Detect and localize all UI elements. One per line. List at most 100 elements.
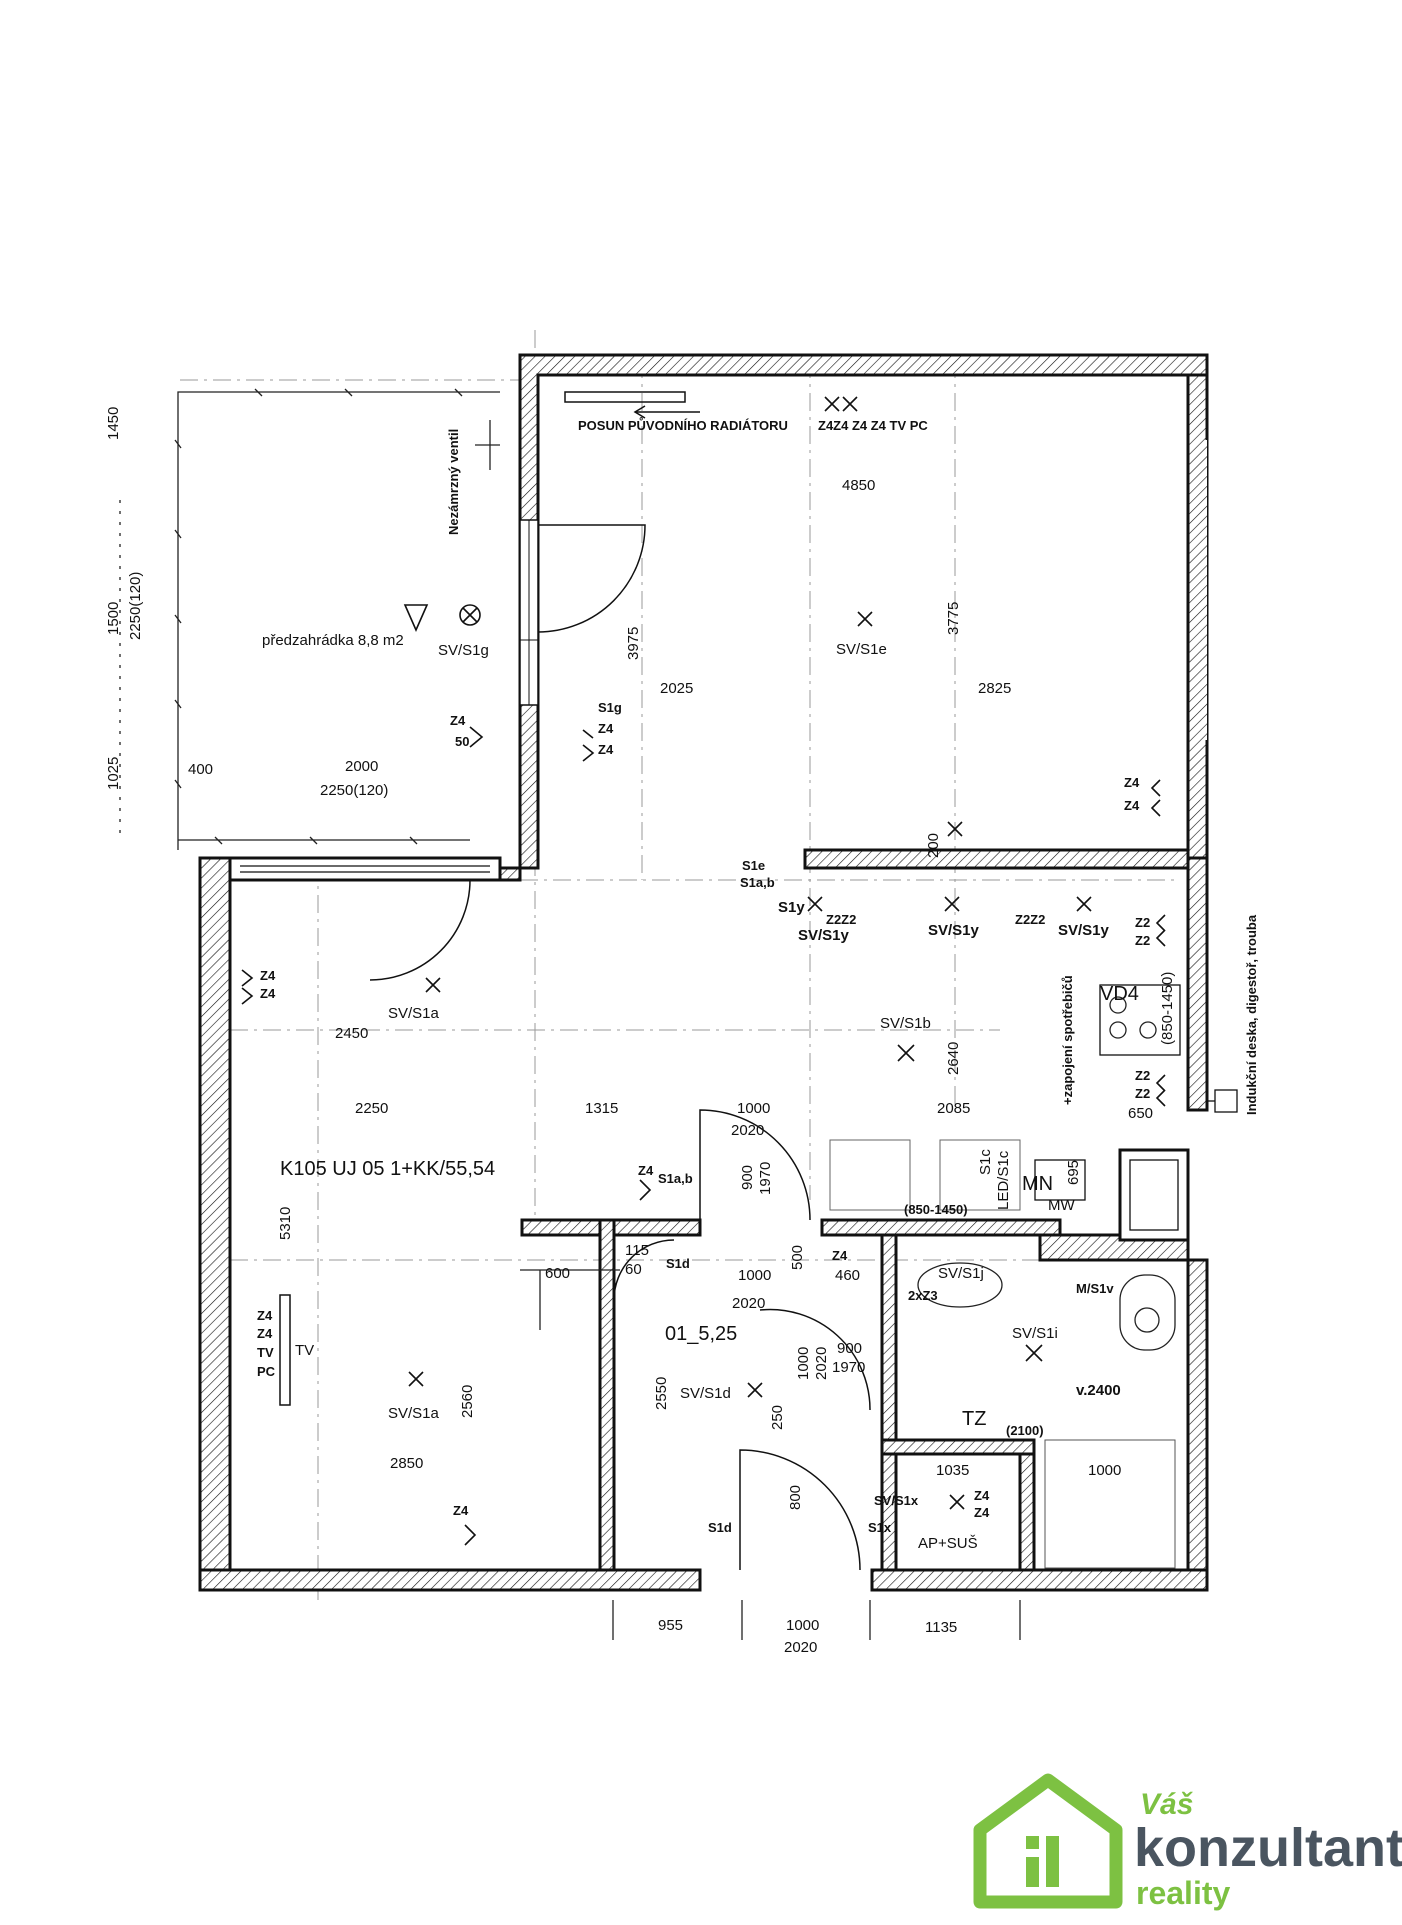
garden-fence <box>119 388 500 850</box>
dim-1000-c: 1000 <box>795 1347 812 1380</box>
dim-695: 695 <box>1065 1160 1082 1185</box>
light-label-s1i: SV/S1i <box>1012 1325 1058 1342</box>
house-icon <box>973 1773 1123 1909</box>
socket-pc: PC <box>257 1364 276 1379</box>
dim-2825: 2825 <box>978 680 1011 697</box>
dim-2020-e: 2020 <box>784 1639 817 1656</box>
socket-tv: TV <box>257 1345 274 1360</box>
dim-2020-c: 2020 <box>813 1347 830 1380</box>
light-label-s1y-3: SV/S1y <box>1058 922 1110 939</box>
ap-sus-label: AP+SUŠ <box>918 1535 978 1552</box>
dim-1500: 1500 <box>105 602 122 635</box>
height-range-2: (850-1450) <box>904 1202 968 1217</box>
light-label-s1d: SV/S1d <box>680 1385 731 1402</box>
dim-600: 600 <box>545 1265 570 1282</box>
mw-label: MW <box>1048 1197 1075 1214</box>
socket-z4-50: 50 <box>455 734 469 749</box>
vd4-label: VD4 <box>1100 983 1139 1005</box>
socket-z4-garden: Z4 <box>450 713 466 728</box>
dim-2450: 2450 <box>335 1025 368 1042</box>
dimension-lines <box>475 420 1021 1640</box>
dim-1970-b: 1970 <box>832 1359 865 1376</box>
switch-s1ab-2: S1a,b <box>658 1171 693 1186</box>
doors <box>369 524 871 1571</box>
dim-1135: 1135 <box>925 1619 957 1636</box>
dim-2640: 2640 <box>945 1042 962 1075</box>
dim-3775: 3775 <box>945 602 962 635</box>
socket-z2-k3: Z2 <box>1135 1068 1150 1083</box>
dim-1035: 1035 <box>936 1462 969 1479</box>
dim-500: 500 <box>789 1245 806 1270</box>
dim-2250-120-v: 2250(120) <box>127 572 144 640</box>
construction-grid <box>180 330 1180 1600</box>
socket-z2-group-1: Z2Z2 <box>826 912 856 927</box>
dim-5310: 5310 <box>277 1207 294 1240</box>
socket-z2-k1: Z2 <box>1135 915 1150 930</box>
radiator <box>564 391 700 419</box>
socket-z4-right-a: Z4 <box>1124 775 1140 790</box>
dim-1450: 1450 <box>105 407 122 440</box>
light-label-m-s1v: M/S1v <box>1076 1281 1114 1296</box>
dim-2250: 2250 <box>355 1100 388 1117</box>
dim-250: 250 <box>769 1405 786 1430</box>
socket-z2-k2: Z2 <box>1135 933 1150 948</box>
bathroom-fixtures <box>917 1262 1176 1569</box>
dim-2020-b: 2020 <box>732 1295 765 1312</box>
led-s1c: LED/S1c <box>995 1150 1012 1210</box>
unit-title: K105 UJ 05 1+KK/55,54 <box>280 1158 495 1180</box>
socket-2xz3: 2xZ3 <box>908 1288 938 1303</box>
socket-z4-door: Z4 <box>638 1163 654 1178</box>
dim-2560: 2560 <box>459 1385 476 1418</box>
light-label-s1j: SV/S1j <box>938 1265 984 1282</box>
switch-s1e: S1e <box>742 858 765 873</box>
dim-1970-a: 1970 <box>757 1162 774 1195</box>
switch-s1ab: S1a,b <box>740 875 775 890</box>
switch-s1x: S1x <box>868 1520 892 1535</box>
switch-s1c: S1c <box>977 1149 994 1175</box>
dim-4850: 4850 <box>842 477 875 494</box>
socket-z2-group-2: Z2Z2 <box>1015 912 1045 927</box>
dim-2085: 2085 <box>937 1100 970 1117</box>
dim-1000-b: 1000 <box>738 1267 771 1284</box>
socket-z4-left-b: Z4 <box>260 986 276 1001</box>
stack-marker <box>1214 1089 1238 1113</box>
light-label-s1e: SV/S1e <box>836 641 887 658</box>
socket-z4-right-b: Z4 <box>1124 798 1140 813</box>
dim-460: 460 <box>835 1267 860 1284</box>
dim-200: 200 <box>925 833 942 858</box>
dim-2550: 2550 <box>653 1377 670 1410</box>
brand-line3: reality <box>1136 1875 1230 1911</box>
dim-2025: 2025 <box>660 680 693 697</box>
dim-2000: 2000 <box>345 758 378 775</box>
dim-400: 400 <box>188 761 213 778</box>
height-v2400: v.2400 <box>1076 1382 1121 1399</box>
dim-900-b: 900 <box>837 1340 862 1357</box>
socket-z4-left-a: Z4 <box>260 968 276 983</box>
dim-900-a: 900 <box>739 1165 756 1190</box>
socket-z4-ut-b: Z4 <box>974 1505 990 1520</box>
labels: 1450 1500 2250(120) 1025 400 2000 2250(1… <box>105 407 1259 1656</box>
brand-logo: Váš konzultant reality <box>968 1762 1402 1920</box>
socket-z4-bath: Z4 <box>832 1248 848 1263</box>
tz-label: TZ <box>962 1408 986 1430</box>
dim-800: 800 <box>787 1485 804 1510</box>
light-label-s1y-2: SV/S1y <box>928 922 980 939</box>
dim-2020-a: 2020 <box>731 1122 764 1139</box>
dim-60: 60 <box>625 1261 642 1278</box>
dim-650: 650 <box>1128 1105 1153 1122</box>
socket-z4-bottom: Z4 <box>453 1503 469 1518</box>
dim-1000-d: 1000 <box>1088 1462 1121 1479</box>
dim-2250-120: 2250(120) <box>320 782 388 799</box>
hob-note: Indukční deska, digestoř, trouba <box>1244 914 1259 1115</box>
socket-z2-k4: Z2 <box>1135 1086 1150 1101</box>
socket-symbols <box>241 726 1166 1546</box>
light-marks <box>403 396 1092 1510</box>
height-range-1: (850-1450) <box>1159 972 1176 1045</box>
dim-1000-a: 1000 <box>737 1100 770 1117</box>
light-label-s1a-bottom: SV/S1a <box>388 1405 440 1422</box>
radiator-note: POSUN PŮVODNÍHO RADIÁTORU <box>578 417 788 433</box>
socket-z4-ut-a: Z4 <box>974 1488 990 1503</box>
dim-3975: 3975 <box>625 627 642 660</box>
brand-line1: Váš <box>1140 1788 1194 1821</box>
mn-label: MN <box>1022 1173 1053 1195</box>
